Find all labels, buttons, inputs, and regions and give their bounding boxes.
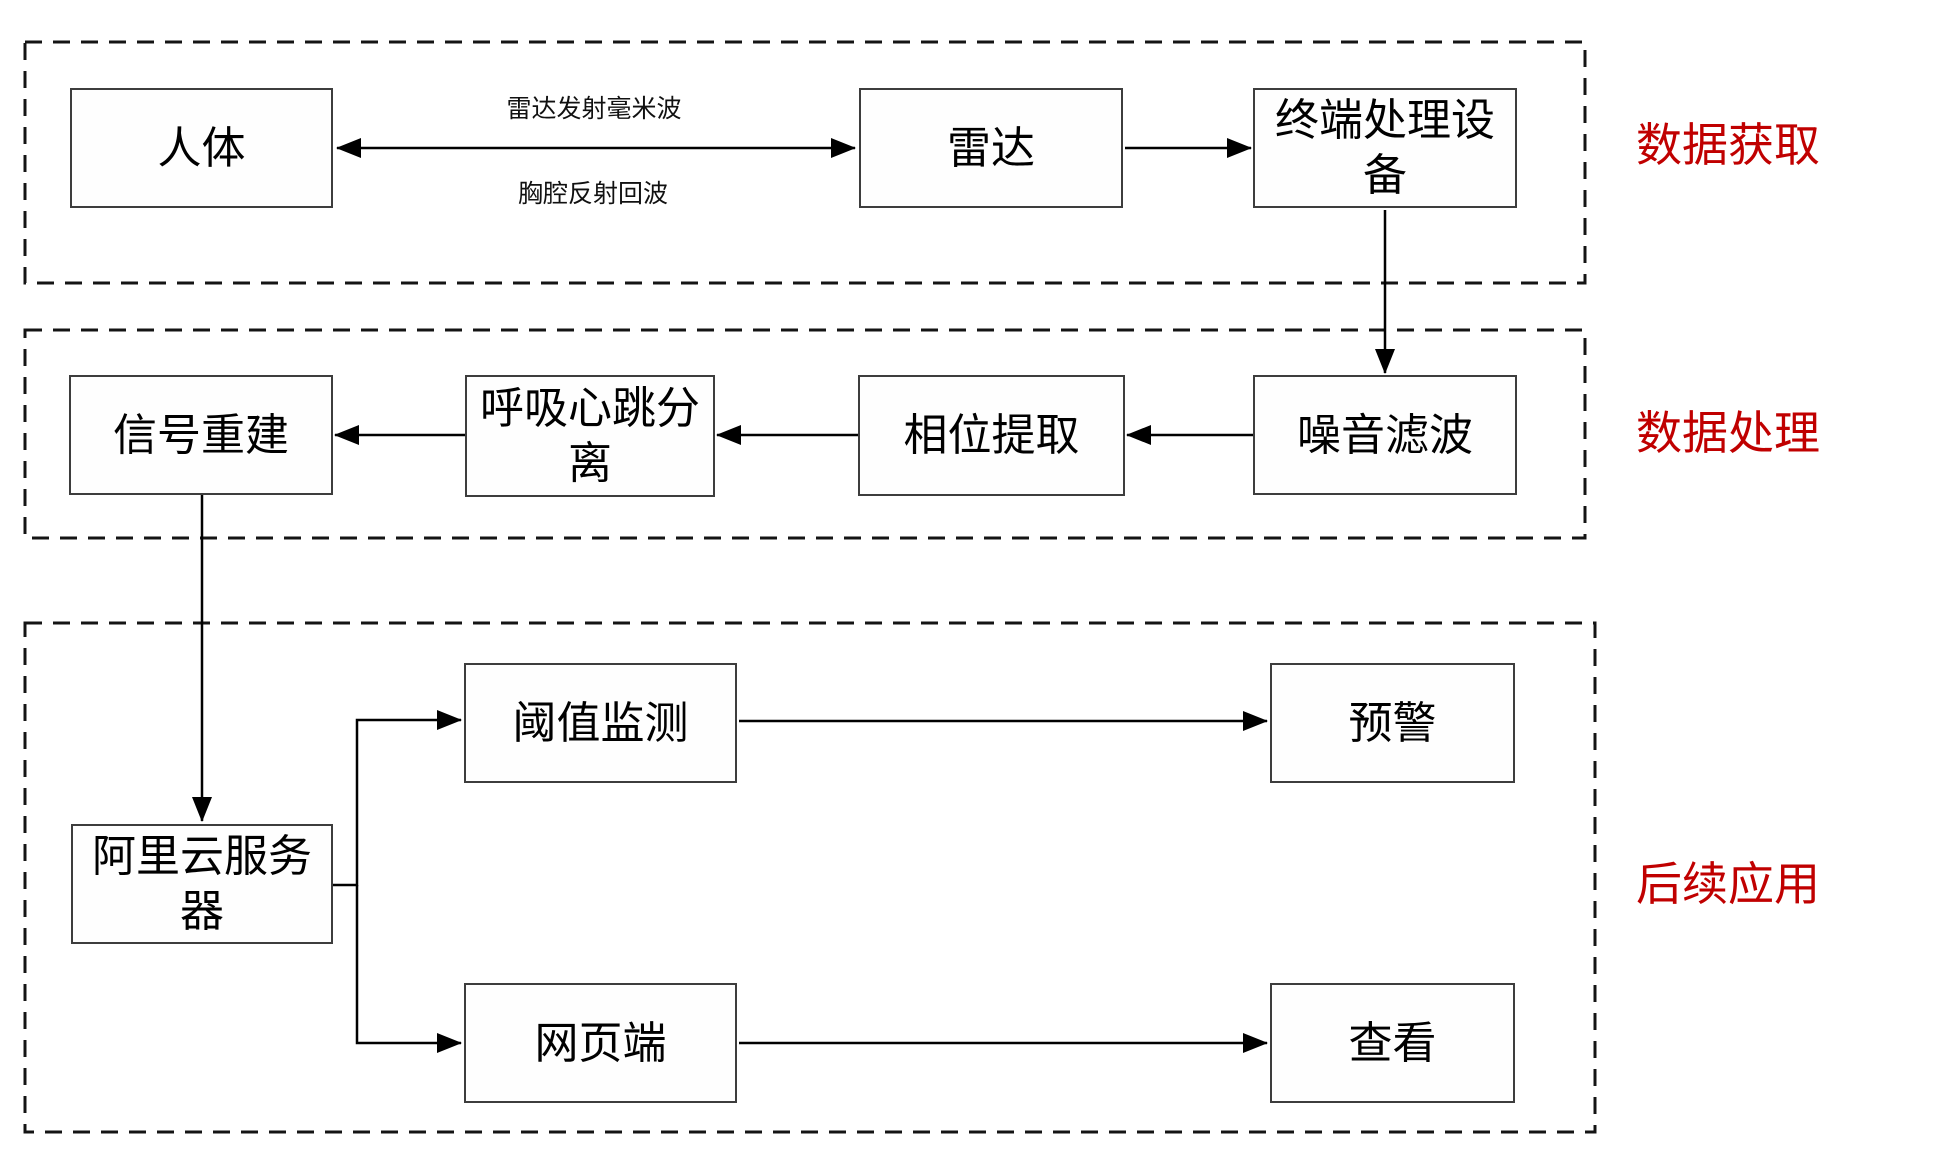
section-border-application [23,621,1597,1134]
section-label-data-acquisition: 数据获取 [1636,119,1820,171]
section-label-data-processing: 数据处理 [1636,407,1820,459]
node-aliyun-server: 阿里云服务 器 [71,824,333,944]
arrow-aliyun-to-threshold [333,710,462,887]
section-border-processing [23,328,1587,540]
node-noise-filtering: 噪音滤波 [1253,375,1517,495]
section-border-acquisition [23,40,1587,285]
node-radar: 雷达 [859,88,1123,208]
node-terminal-processing-device: 终端处理设 备 [1253,88,1517,208]
node-signal-reconstruction: 信号重建 [69,375,333,495]
node-view: 查看 [1270,983,1515,1103]
edge-label-radar-emits-mmwave: 雷达发射毫米波 [506,95,682,123]
node-web-client: 网页端 [464,983,737,1103]
arrow-aliyun-to-web-client [355,885,462,1053]
node-threshold-monitoring: 阈值监测 [464,663,737,783]
node-phase-extraction: 相位提取 [858,375,1125,496]
node-breath-heartbeat-separation: 呼吸心跳分 离 [465,375,715,497]
node-human-body: 人体 [70,88,333,208]
edge-label-chest-reflected-echo: 胸腔反射回波 [518,180,669,208]
section-label-follow-up-application: 后续应用 [1636,858,1820,910]
node-early-warning: 预警 [1270,663,1515,783]
